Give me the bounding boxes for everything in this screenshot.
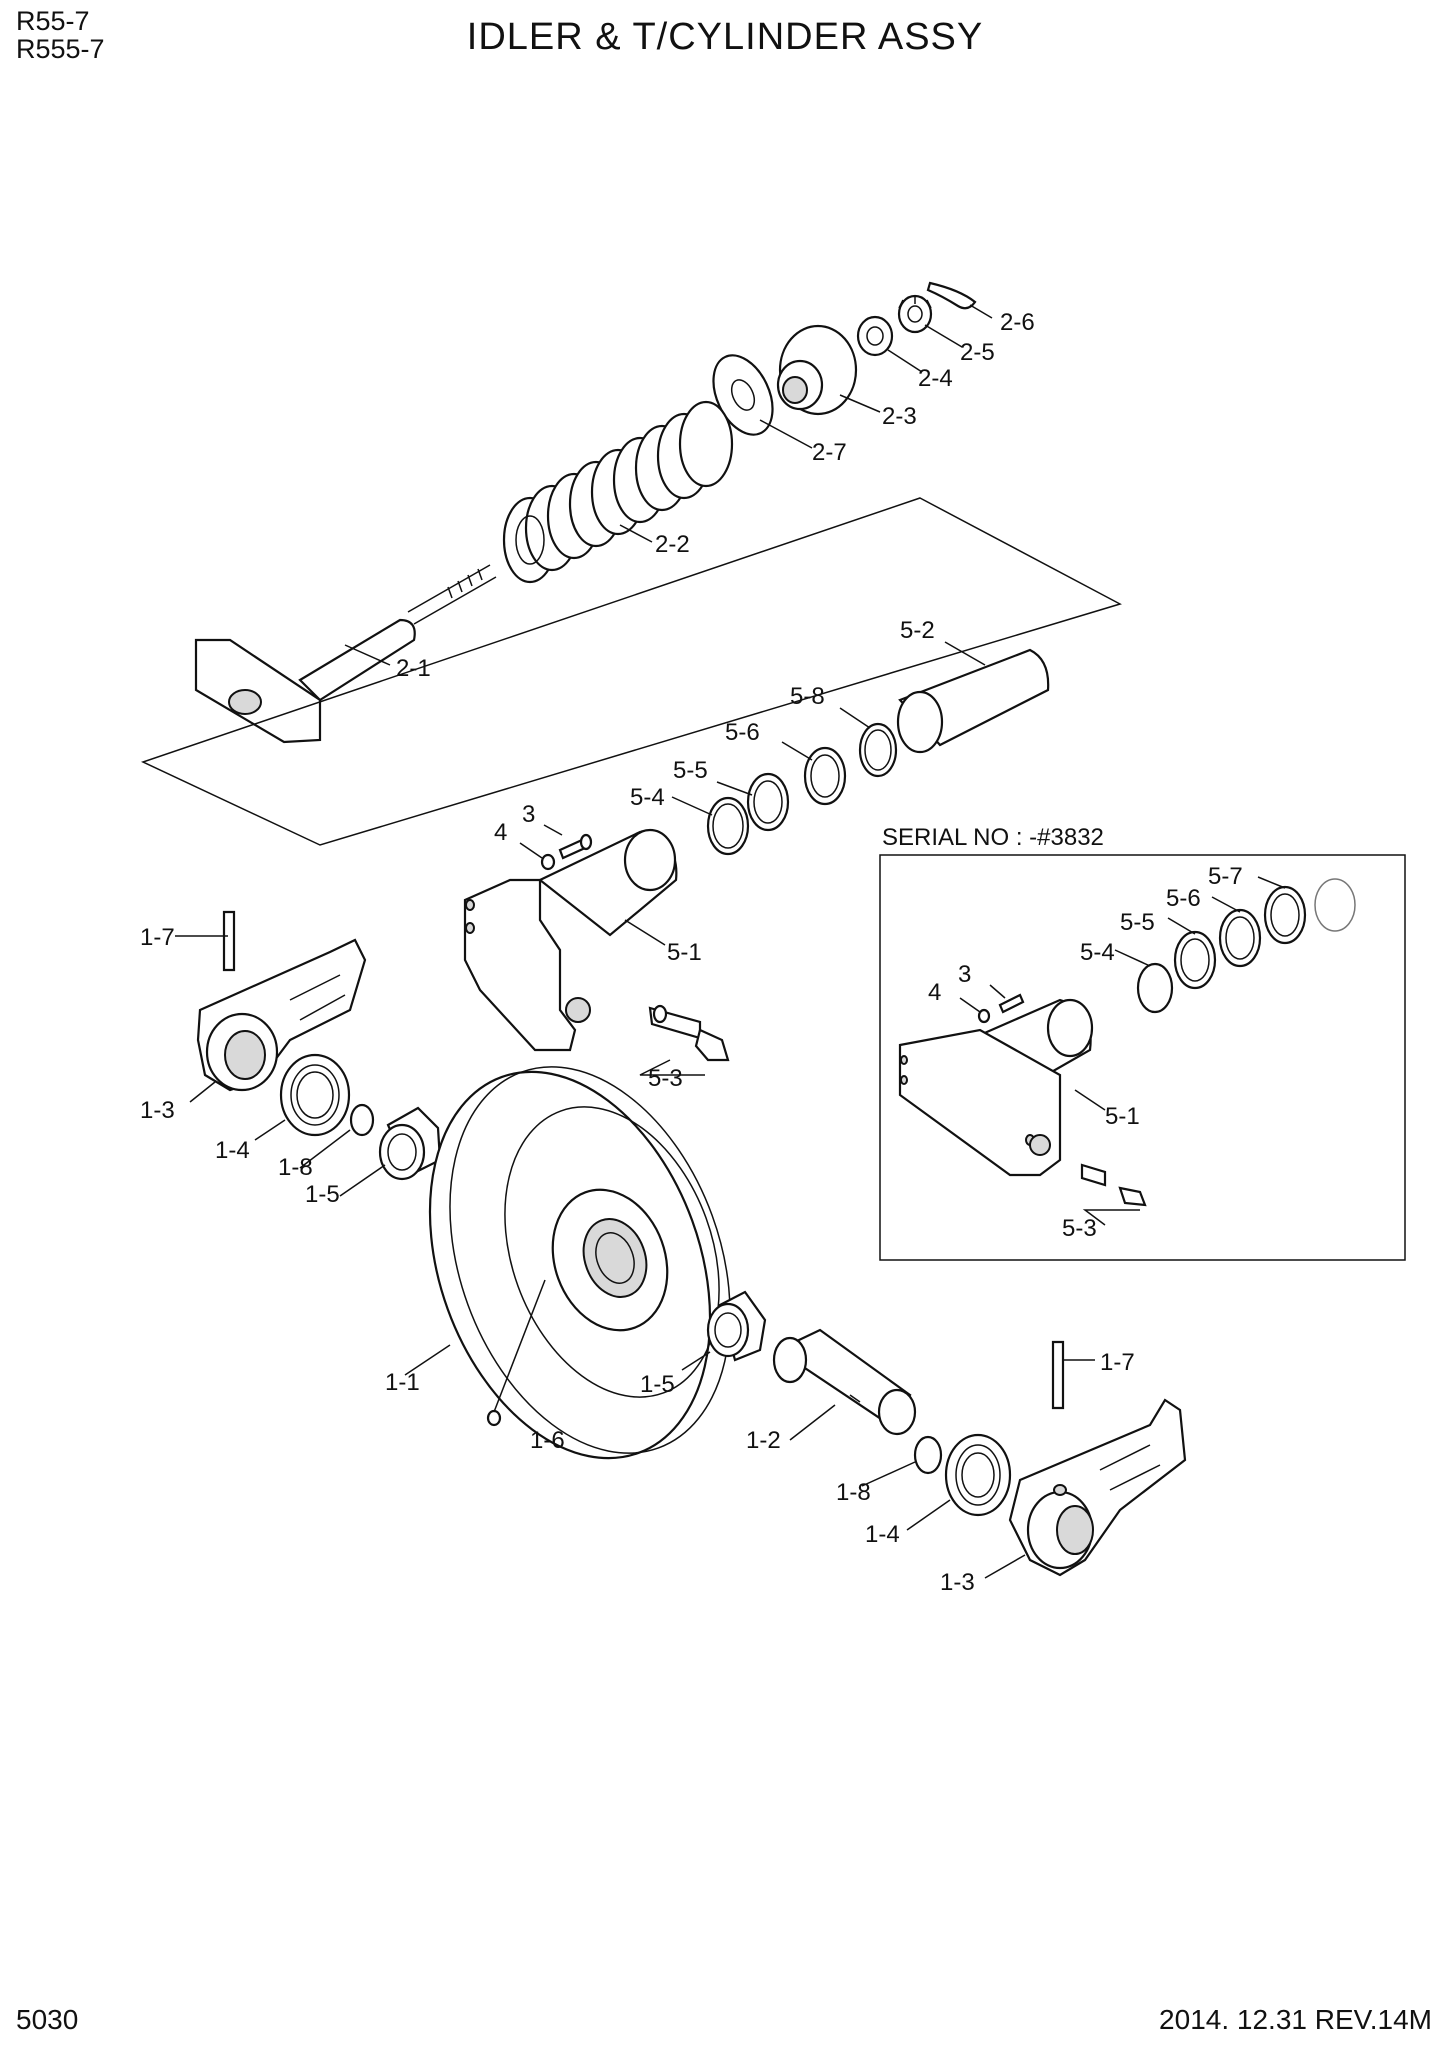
- spring-2-2: [502, 400, 734, 584]
- cylinder-5-1: [463, 828, 678, 1052]
- callout-5-2: 5-2: [900, 617, 935, 644]
- bushing-1-5-left: [378, 1106, 442, 1181]
- inset-callout-5-5: 5-5: [1120, 909, 1155, 936]
- callout-1-2: 1-2: [746, 1427, 781, 1454]
- seal-5-4: [706, 796, 750, 856]
- callout-2-5: 2-5: [960, 339, 995, 366]
- callout-1-8-left: 1-8: [278, 1154, 313, 1181]
- bracket-1-3-left: [196, 938, 367, 1092]
- washer-4: [540, 853, 556, 871]
- spring-pin-1-7-right: [1051, 1340, 1065, 1410]
- bushing-1-5-right: [706, 1290, 767, 1362]
- inset-callout-5-1: 5-1: [1105, 1103, 1140, 1130]
- callout-2-6: 2-6: [1000, 309, 1035, 336]
- ring-5-5: [746, 772, 790, 832]
- callout-5-5: 5-5: [673, 757, 708, 784]
- o-ring-1-8-left: [349, 1103, 375, 1137]
- inset-frame: [879, 854, 1406, 1261]
- nut-2-4: [856, 315, 894, 357]
- revision-date: 2014. 12.31 REV.14M: [1159, 2004, 1432, 2035]
- castle-nut-2-5: [897, 294, 933, 334]
- callout-1-8-right: 1-8: [836, 1479, 871, 1506]
- inset-callout-5-7: 5-7: [1208, 863, 1243, 890]
- spring-pin-1-7-left: [222, 910, 236, 972]
- inset-serial-label: SERIAL NO : -#3832: [882, 824, 1104, 851]
- callout-1-7-right: 1-7: [1100, 1349, 1135, 1376]
- callout-5-1: 5-1: [667, 939, 702, 966]
- inset-callout-3: 3: [958, 961, 971, 988]
- inset-callout-5-6: 5-6: [1166, 885, 1201, 912]
- inset-parts: [898, 878, 1356, 1207]
- callout-1-3-left: 1-3: [140, 1097, 175, 1124]
- callout-1-5-right: 1-5: [640, 1371, 675, 1398]
- callout-1-3-right: 1-3: [940, 1569, 975, 1596]
- callout-1-7-left: 1-7: [140, 924, 175, 951]
- callout-1-6: 1-6: [530, 1427, 565, 1454]
- page-title: IDLER & T/CYLINDER ASSY: [466, 16, 984, 58]
- grease-valve-5-3: [648, 1004, 730, 1062]
- callout-1-4-left: 1-4: [215, 1137, 250, 1164]
- split-pin-2-6: [926, 281, 977, 310]
- floating-seal-1-4-left: [279, 1053, 351, 1137]
- shaft-1-2: [772, 1328, 917, 1436]
- inset-leader-lines: [959, 876, 1286, 1226]
- plug-1-6: [486, 1409, 502, 1427]
- callout-1-5-left: 1-5: [305, 1181, 340, 1208]
- cylinder-rod-5-2: [896, 648, 1050, 754]
- ring-5-6: [803, 746, 847, 806]
- plug-leader: [493, 1279, 546, 1413]
- callout-2-1: 2-1: [396, 655, 431, 682]
- callout-1-4-right: 1-4: [865, 1521, 900, 1548]
- inset-callout-5-3: 5-3: [1062, 1215, 1097, 1242]
- callout-2-2: 2-2: [655, 531, 690, 558]
- o-ring-1-8-right: [913, 1435, 943, 1475]
- idler-wheel-1-1: [428, 1066, 731, 1460]
- callout-4: 4: [494, 819, 507, 846]
- floating-seal-1-4-right: [944, 1433, 1012, 1517]
- page-number: 5030: [16, 2004, 79, 2035]
- callout-5-8: 5-8: [790, 683, 825, 710]
- model-number-2: R555-7: [16, 34, 105, 64]
- rod-2-1: [194, 564, 497, 744]
- snap-ring-5-8: [858, 722, 898, 778]
- bracket-2-3: [776, 324, 858, 416]
- inset-callout-4: 4: [928, 979, 941, 1006]
- group-outline-2: [140, 497, 1122, 846]
- callout-1-1: 1-1: [385, 1369, 420, 1396]
- callout-5-6: 5-6: [725, 719, 760, 746]
- leader-lines: [175, 304, 1095, 1579]
- inset-callout-5-4: 5-4: [1080, 939, 1115, 966]
- callout-5-3: 5-3: [648, 1065, 683, 1092]
- callout-2-7: 2-7: [812, 439, 847, 466]
- callout-3: 3: [522, 801, 535, 828]
- callout-2-4: 2-4: [918, 365, 953, 392]
- bracket-1-3-right: [1008, 1398, 1187, 1577]
- callout-2-3: 2-3: [882, 403, 917, 430]
- callout-5-4: 5-4: [630, 784, 665, 811]
- bolt-3: [558, 833, 593, 860]
- callout-labels: 2-6 2-5 2-4 2-3 2-7 2-2 2-1 5-2 5-8 5-6 …: [140, 309, 1243, 1596]
- washer-2-7: [712, 354, 774, 436]
- model-number-1: R55-7: [16, 6, 90, 36]
